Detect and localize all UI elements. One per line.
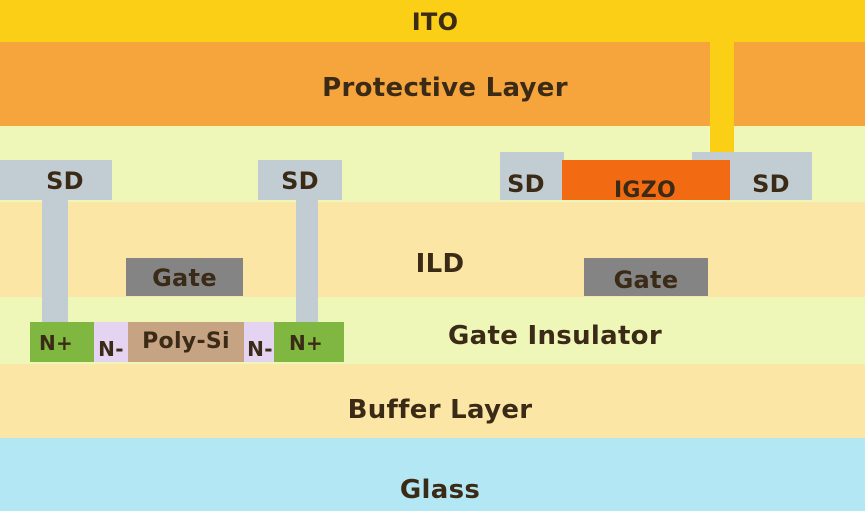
poly-si-label: Poly-Si: [142, 328, 230, 354]
n-plus-left-label: N+: [38, 331, 74, 355]
ltps-sd-right-label: SD: [281, 167, 319, 195]
igzo-label: IGZO: [613, 177, 677, 203]
ltps-gate-label: Gate: [152, 264, 217, 292]
n-minus-right: [244, 322, 274, 362]
sd-via-right: [296, 198, 318, 322]
oxide-gate-label: Gate: [613, 266, 679, 294]
buffer-layer-label: Buffer Layer: [347, 395, 533, 425]
n-minus-left-label: N-: [98, 337, 124, 361]
ltps-sd-left-label: SD: [46, 167, 84, 195]
ito-label: ITO: [411, 8, 459, 36]
ltps-sd-right: [258, 160, 342, 200]
oxide-gate: [584, 258, 708, 296]
sd-via-left: [42, 198, 68, 322]
ltps-gate: [126, 258, 243, 296]
n-plus-left: [30, 322, 94, 362]
oxide-sd-left: [500, 152, 564, 200]
poly-si-channel: [128, 322, 244, 362]
n-plus-right: [274, 322, 344, 362]
n-minus-left: [94, 322, 128, 362]
ito-layer: [0, 0, 865, 42]
n-minus-right-label: N-: [247, 337, 273, 361]
glass-layer: [0, 438, 865, 511]
oxide-sd-right-label: SD: [752, 170, 790, 198]
gate-insulator-label: Gate Insulator: [448, 321, 662, 351]
oxide-sd-left-label: SD: [507, 170, 545, 198]
igzo-channel: [562, 160, 730, 200]
glass-label: Glass: [399, 475, 481, 505]
ild-label: ILD: [415, 249, 465, 279]
ltps-sd-left: [0, 160, 112, 200]
n-plus-right-label: N+: [288, 331, 324, 355]
ito-contact-via: [710, 40, 734, 158]
buffer-layer: [0, 364, 865, 438]
protective-layer-label: Protective Layer: [322, 73, 568, 103]
